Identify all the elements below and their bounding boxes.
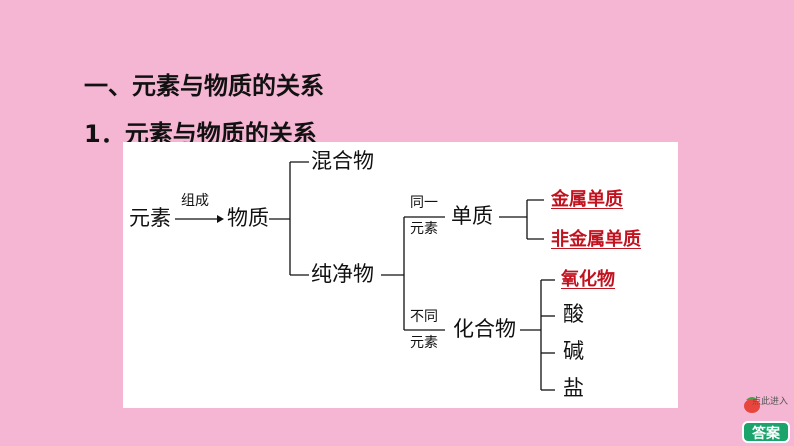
salt-label: 盐	[563, 376, 584, 400]
classification-diagram: 元素 组成 物质 混合物 纯净物 同一 元素 单质 金属单质 非金属单质 不同 …	[123, 142, 678, 408]
compose-arrowhead	[217, 215, 224, 223]
section-heading: 一、元素与物质的关系	[84, 72, 324, 100]
pure-substance-label: 纯净物	[311, 262, 374, 286]
mixture-label: 混合物	[311, 149, 374, 173]
compose-label: 组成	[181, 193, 209, 209]
oxide-answer: 氧化物	[561, 269, 615, 290]
nonmetal-simple-answer: 非金属单质	[551, 229, 641, 250]
diff-element-top: 不同	[410, 309, 438, 325]
substance-label: 物质	[227, 206, 269, 230]
answer-hint-text: 点此进入	[752, 397, 789, 407]
simple-substance-label: 单质	[451, 204, 493, 228]
same-element-bottom: 元素	[410, 221, 438, 237]
base-label: 碱	[563, 339, 584, 363]
diff-element-bottom: 元素	[410, 335, 438, 351]
metal-simple-answer: 金属单质	[551, 189, 623, 210]
compound-label: 化合物	[453, 317, 516, 341]
element-label: 元素	[129, 206, 171, 230]
acid-label: 酸	[563, 302, 584, 326]
strawberry-icon	[744, 397, 760, 413]
answer-button[interactable]: 答案	[742, 421, 790, 443]
same-element-top: 同一	[410, 195, 438, 211]
connector-lines	[175, 161, 555, 391]
